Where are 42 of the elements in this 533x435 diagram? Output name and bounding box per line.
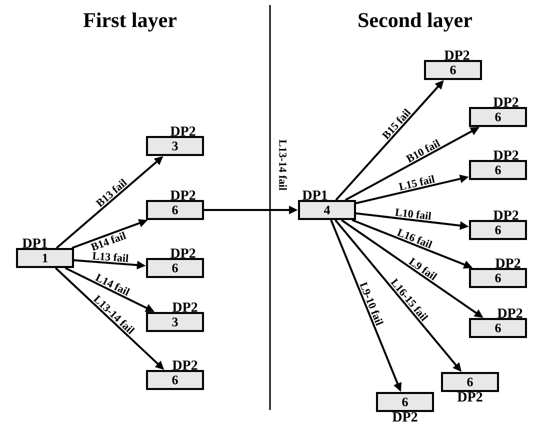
edge-label: B13 fail (94, 176, 130, 209)
box-heading: DP2 (170, 126, 196, 136)
process-box: 6 (469, 268, 527, 288)
edge-label: L13 fail (90, 250, 130, 264)
box-heading: DP2 (493, 210, 518, 220)
edge-label: L15 fail (396, 174, 437, 192)
process-box: 6 (376, 392, 434, 412)
box-heading: DP2 (392, 412, 418, 422)
box-heading: DP2 (493, 98, 518, 107)
process-box: 6 (441, 372, 499, 392)
process-box: 1 (16, 248, 74, 268)
process-box: 6 (469, 107, 527, 127)
process-box: 3 (146, 136, 204, 156)
process-box: 3 (146, 312, 204, 332)
layer-title: Second layer (358, 12, 472, 32)
process-box: 6 (469, 220, 527, 240)
edge-label: L9-10 fail (358, 280, 386, 328)
edge-label: L10 fail (394, 206, 433, 222)
box-heading: DP2 (495, 258, 520, 268)
box-heading: DP2 (457, 392, 482, 402)
edge-label: B10 fail (404, 137, 442, 164)
box-heading: DP2 (170, 190, 196, 200)
edge-label: L16 fail (395, 226, 434, 250)
process-box: 4 (298, 200, 356, 220)
process-box: 6 (424, 60, 482, 80)
layer-title: First layer (83, 12, 176, 32)
box-heading: DP1 (302, 190, 328, 200)
process-box: 6 (146, 200, 204, 220)
edge-label: L9 fail (406, 255, 440, 282)
box-heading: DP2 (497, 308, 522, 318)
box-heading: DP2 (170, 248, 196, 258)
process-box: 6 (469, 318, 527, 338)
box-heading: DP2 (493, 150, 518, 160)
process-box: 6 (146, 370, 204, 390)
box-heading: DP2 (444, 50, 470, 60)
process-box: 6 (146, 258, 204, 278)
process-box: 6 (469, 160, 527, 180)
box-heading: DP2 (172, 302, 198, 312)
edge-label: L13-14 fail (278, 138, 288, 192)
edge-label: B14 fail (88, 230, 128, 252)
box-heading: DP2 (172, 360, 198, 370)
box-heading: DP1 (22, 238, 48, 248)
